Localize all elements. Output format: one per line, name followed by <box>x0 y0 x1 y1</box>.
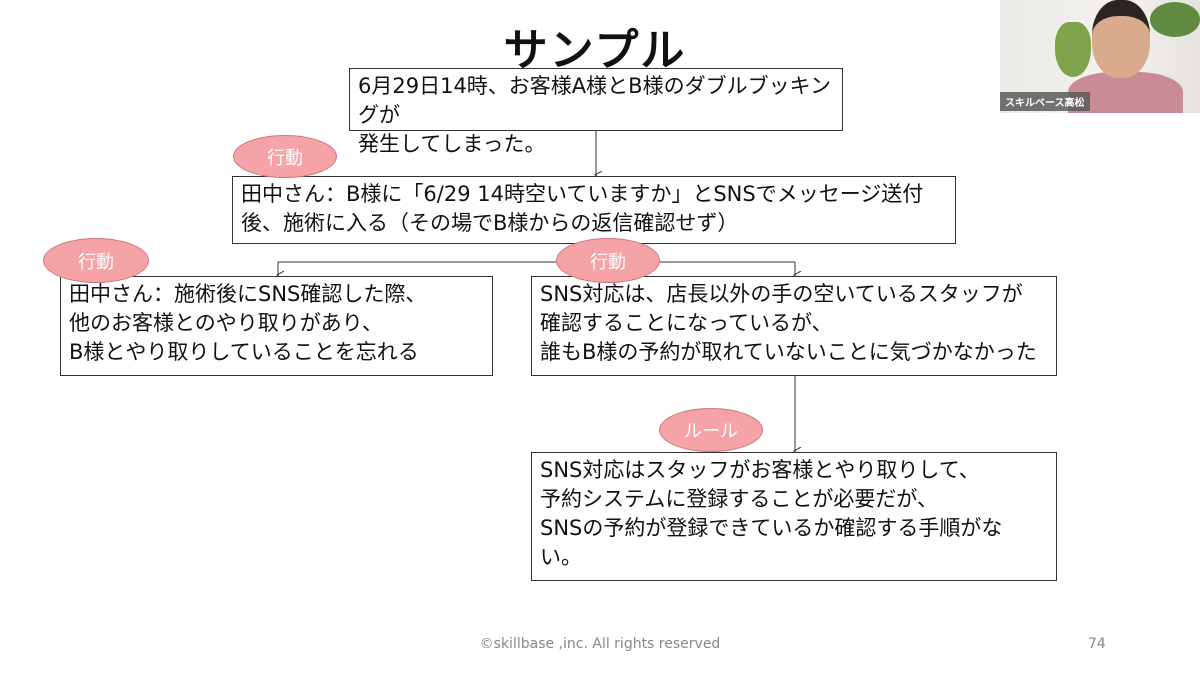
incident-box: 6月29日14時、お客様A様とB様のダブルブッキングが 発生してしまった。 <box>349 68 843 156</box>
tag-rule: ルール <box>659 408 763 452</box>
rule-box: SNS対応はスタッフがお客様とやり取りして、 予約システムに登録することが必要だ… <box>531 452 1057 581</box>
tag-action: 行動 <box>556 238 660 283</box>
plant-image <box>1150 2 1200 37</box>
tag-action: 行動 <box>233 135 337 178</box>
plant-image <box>1055 22 1091 77</box>
tag-action: 行動 <box>43 238 149 283</box>
action2-box: 田中さん：施術後にSNS確認した際、 他のお客様とのやり取りがあり、 B様とやり… <box>60 276 493 376</box>
copyright-footer: ©skillbase ,inc. All rights reserved <box>479 636 721 652</box>
webcam-name-label: スキルベース高松 <box>1000 92 1090 111</box>
page-number: 74 <box>1088 636 1106 652</box>
webcam-video: スキルベース高松 <box>1000 0 1200 113</box>
action3-box: SNS対応は、店長以外の手の空いているスタッフが 確認することになっているが、 … <box>531 276 1057 376</box>
slide-title: サンプル <box>503 25 687 76</box>
action1-box: 田中さん：B様に「6/29 14時空いていますか」とSNSでメッセージ送付 後、… <box>232 176 956 244</box>
presenter-head <box>1092 0 1150 78</box>
